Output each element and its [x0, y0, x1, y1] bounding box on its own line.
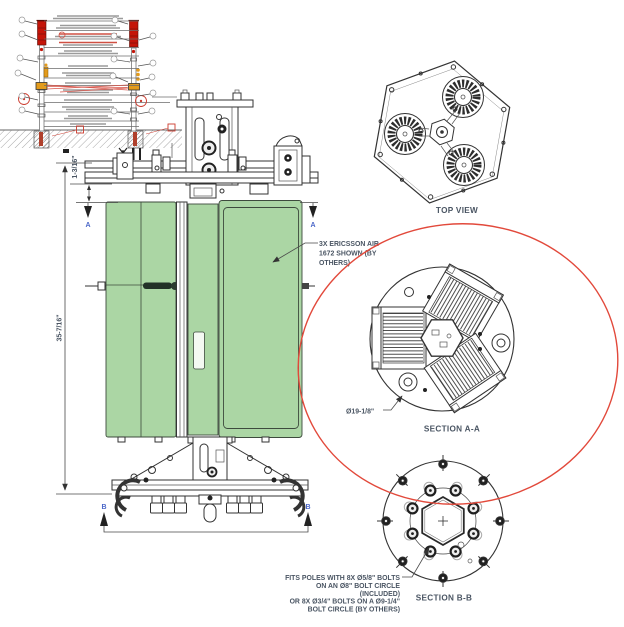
- mount-box: [35, 82, 48, 90]
- bolt-note-line1: FITS POLES WITH 8X Ø5/8" BOLTS: [285, 575, 400, 582]
- red-tag: [76, 125, 84, 134]
- site-elevation-inset: [0, 15, 182, 160]
- antenna-pod-left: [385, 114, 426, 155]
- bolt-note-line4: OR 8X Ø3/4" BOLTS ON A Ø9-1/4": [290, 599, 400, 606]
- outer-bolts: [377, 455, 509, 587]
- antenna-section-left: [372, 307, 426, 369]
- red-tag: [167, 123, 176, 132]
- top-view-caption: TOP VIEW: [436, 206, 478, 215]
- right-monopole: [128, 19, 140, 132]
- height-dimension: 35-7/16": [57, 314, 64, 341]
- dimensions: 35-7/16" 1-3/16" A A B B: [56, 155, 318, 533]
- right-hook: [271, 477, 306, 518]
- left-hook: [114, 477, 149, 518]
- top-plate: [176, 99, 254, 108]
- antenna-mount: [43, 66, 49, 78]
- section-bb: SECTION B-B: [377, 455, 509, 603]
- bolt-note-line5: BOLT CIRCLE (BY OTHERS): [308, 607, 400, 614]
- red-leader-lines: [46, 84, 129, 93]
- bolt-note-line3: (INCLUDED): [360, 591, 400, 598]
- callout-balloons: [14, 16, 157, 115]
- bolt-circle: [409, 487, 477, 555]
- section-marker-b-left: B: [101, 504, 106, 511]
- bottom-bracket: [111, 436, 309, 523]
- bolt-note-line2: ON AN Ø8" BOLT CIRCLE: [316, 583, 400, 590]
- section-a-markers: A A: [84, 203, 317, 229]
- antenna-pod-top: [443, 77, 484, 118]
- pole-hex: [420, 319, 464, 357]
- beacon-light: [37, 20, 47, 46]
- bolt-note-leader: [402, 547, 430, 578]
- antenna-panels: [85, 200, 315, 443]
- right-antenna-panel: [218, 200, 303, 438]
- main-elevation: [84, 89, 319, 523]
- bolt-clusters: [150, 494, 263, 523]
- red-highlight-circle: [297, 223, 619, 505]
- section-bb-caption: SECTION B-B: [416, 594, 473, 603]
- antenna-note-line2: 1672 SHOWN (BY: [319, 251, 377, 258]
- mount-box: [128, 83, 140, 91]
- diameter-label: Ø19-1/8": [346, 409, 374, 416]
- mounting-rail: [84, 135, 319, 186]
- section-b-markers: B B: [100, 504, 312, 533]
- gap-dimension: 1-3/16": [72, 155, 79, 178]
- antenna-pod-bottom: [444, 145, 485, 186]
- section-marker-a-right: A: [310, 222, 315, 229]
- ground-hatch: [0, 130, 182, 148]
- antenna-note-line3: OTHERS): [319, 260, 350, 267]
- antenna-note-line1: 3X ERICSSON AIR: [319, 241, 379, 248]
- section-aa-caption: SECTION A-A: [424, 425, 480, 434]
- section-aa: Ø19-1/8" SECTION A-A: [346, 264, 514, 434]
- top-view: TOP VIEW: [373, 60, 511, 215]
- mast-strip: [176, 201, 188, 438]
- annotations: 3X ERICSSON AIR 1672 SHOWN (BY OTHERS) F…: [272, 241, 430, 614]
- right-clamp: [273, 135, 303, 186]
- diameter-leader: [383, 395, 403, 411]
- antenna-note-leader: [272, 242, 318, 263]
- section-marker-a-left: A: [85, 222, 90, 229]
- middle-antenna-panel: [187, 203, 219, 436]
- annotation-text-lines: [44, 15, 177, 127]
- section-marker-b-right: B: [305, 504, 310, 511]
- left-monopole: [35, 19, 49, 132]
